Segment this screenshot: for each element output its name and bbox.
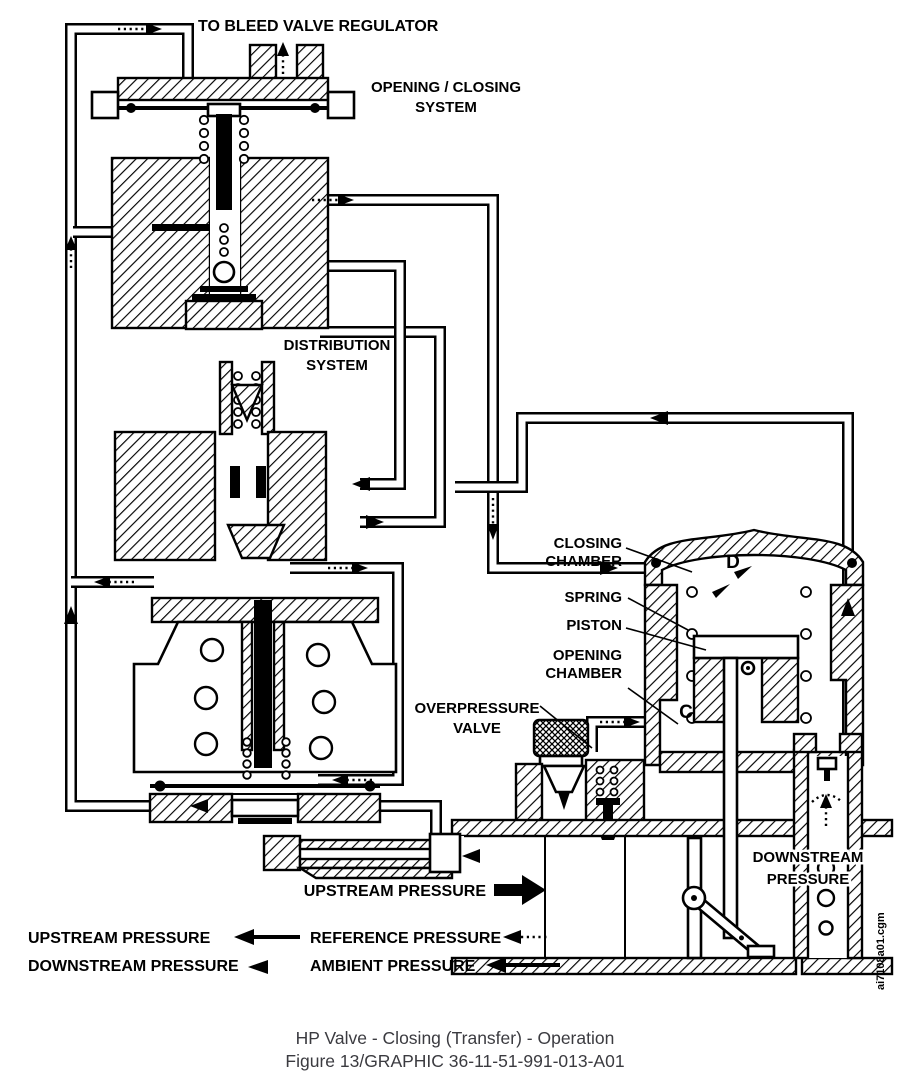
actuator-dome (643, 528, 865, 587)
piston-plate (692, 634, 800, 660)
upstream-inlet (262, 832, 464, 880)
flow-arrow-closing-feed (600, 561, 618, 575)
legend-upstream-arrow (234, 929, 300, 945)
label-downstream-2: PRESSURE (767, 871, 850, 888)
leader-lines (539, 547, 707, 749)
top-valve-cap (116, 76, 330, 102)
label-chamber-d: D (726, 552, 740, 573)
label-closing-chamber-2: CHAMBER (545, 553, 622, 570)
pipe-r2 (320, 260, 406, 490)
flow-arrow-duct (462, 849, 480, 863)
flow-arrow-r3 (366, 515, 384, 529)
upstream-pressure-arrow (494, 875, 546, 905)
flow-arrow-up-left (64, 606, 78, 624)
reference-arrow-r6b (332, 774, 372, 786)
legend-upstream-label: UPSTREAM PRESSURE (28, 930, 211, 947)
label-upstream-inline: UPSTREAM PRESSURE (304, 883, 487, 900)
legend-reference-arrow (503, 930, 548, 944)
inlet-fitting (428, 832, 462, 874)
label-bleed-regulator: TO BLEED VALVE REGULATOR (198, 18, 439, 35)
label-overpressure-2: VALVE (453, 720, 501, 737)
reference-arrow-down (487, 498, 499, 540)
legend-downstream-label: DOWNSTREAM PRESSURE (28, 958, 239, 975)
piston-skirt-right (760, 656, 800, 724)
servo-stem (254, 600, 272, 768)
caption-title: HP Valve - Closing (Transfer) - Operatio… (296, 1028, 615, 1048)
legend-ambient-arrow (486, 957, 560, 973)
distribution-body-left (113, 430, 217, 562)
overpressure-springs (595, 765, 619, 797)
distribution-poppet (230, 383, 264, 424)
servo-valve (132, 596, 398, 824)
legend-ambient-label: AMBIENT PRESSURE (310, 958, 476, 975)
overpressure-needle (558, 792, 570, 810)
inlet-nut (262, 834, 302, 872)
actuator-wall-left (643, 583, 679, 767)
reference-arrow-l3 (94, 576, 134, 588)
filename-watermark: ai7108a01.cgm (875, 912, 887, 990)
legend: UPSTREAM PRESSURE REFERENCE PRESSURE DOW… (28, 929, 560, 975)
pipe-opening-feed (586, 716, 652, 752)
reference-arrow-r1 (312, 194, 354, 206)
reference-arrow-towers (277, 42, 289, 74)
flow-arrow-left-bottom (190, 799, 208, 813)
top-valve-stem (216, 114, 232, 210)
reference-arrow-top (118, 23, 162, 35)
reference-arrow-leftpipe (65, 236, 77, 268)
opening-closing-valve (90, 43, 356, 331)
label-distribution-2: SYSTEM (306, 357, 368, 374)
reference-arrow-r6a (328, 562, 368, 574)
label-chamber-c: C (679, 702, 693, 723)
pipe-closing-feed (320, 194, 652, 574)
top-valve-ball (212, 260, 236, 284)
valve-duct (450, 656, 894, 976)
top-valve-springs (198, 114, 250, 257)
label-distribution-1: DISTRIBUTION (284, 337, 391, 354)
figure-caption: HP Valve - Closing (Transfer) - Operatio… (285, 1028, 624, 1071)
legend-downstream-arrow (248, 960, 268, 974)
label-opening-closing-2: SYSTEM (415, 99, 477, 116)
legend-reference-label: REFERENCE PRESSURE (310, 930, 501, 947)
label-piston: PISTON (566, 617, 622, 634)
top-valve-plug (184, 299, 264, 331)
duct-top-wall (450, 818, 798, 838)
flow-arrow-loop-left (650, 411, 668, 425)
servo-springs (242, 737, 291, 780)
reference-arrow-pickup (820, 794, 832, 826)
caption-figure-number: Figure 13/GRAPHIC 36-11-51-991-013-A01 (285, 1051, 624, 1071)
lever-stop (746, 944, 776, 959)
distribution-valve (113, 360, 328, 562)
pointer-mark-1 (712, 584, 730, 598)
flow-arrows (64, 23, 855, 863)
label-opening-closing-1: OPENING / CLOSING (371, 79, 521, 96)
reference-arrow-c (600, 716, 640, 728)
pointer-mark-2 (734, 566, 752, 579)
diagram-labels: TO BLEED VALVE REGULATOR OPENING / CLOSI… (198, 18, 866, 905)
label-opening-chamber-1: OPENING (553, 647, 622, 664)
check-poppet (816, 756, 838, 771)
label-closing-chamber-1: CLOSING (554, 535, 622, 552)
label-spring: SPRING (564, 589, 622, 606)
label-downstream-1: DOWNSTREAM (753, 849, 864, 866)
servo-holes (193, 637, 337, 761)
label-opening-chamber-2: CHAMBER (545, 665, 622, 682)
flow-arrow-loop-up (841, 598, 855, 616)
distribution-cone (226, 523, 286, 560)
actuator-rod (722, 656, 739, 940)
label-overpressure-1: OVERPRESSURE (414, 700, 539, 717)
flow-arrow-r2 (352, 477, 370, 491)
